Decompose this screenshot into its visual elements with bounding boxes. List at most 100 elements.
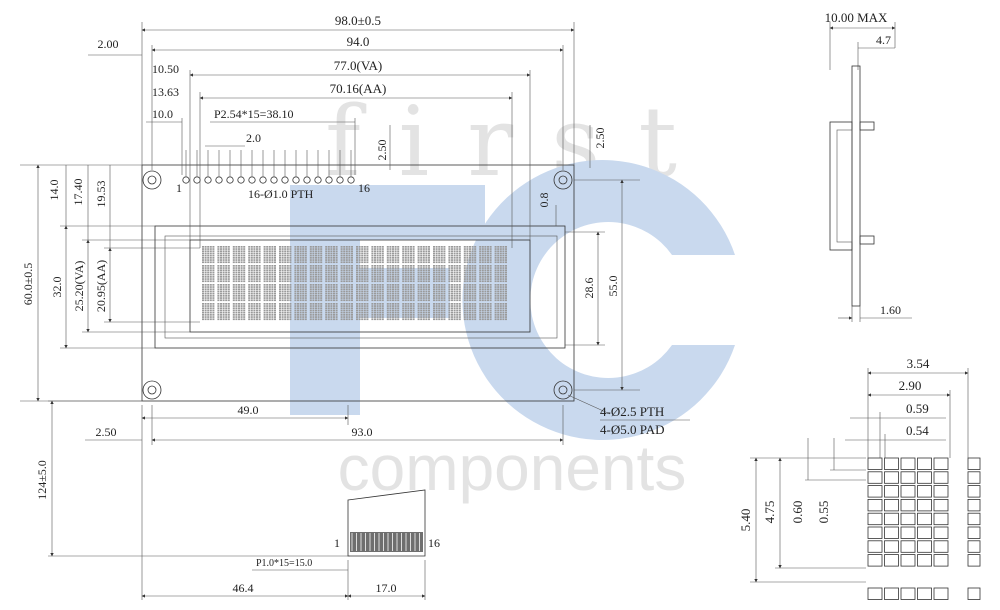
pin-hole xyxy=(292,176,300,184)
char-cell xyxy=(479,303,492,321)
char-cell xyxy=(402,284,415,302)
mounting-hole-br xyxy=(553,380,573,400)
char-cell xyxy=(279,284,292,302)
dim-offset-49: 49.0 xyxy=(238,403,259,417)
detail-dot xyxy=(884,587,899,600)
char-cell xyxy=(417,303,430,321)
dim-width-93: 93.0 xyxy=(352,425,373,439)
detail-dot xyxy=(967,587,981,600)
dot-detail xyxy=(750,368,981,600)
detail-dot xyxy=(867,457,883,470)
char-cell xyxy=(202,284,215,302)
char-cell xyxy=(417,246,430,264)
char-cell xyxy=(402,265,415,283)
dim-height-1740: 17.40 xyxy=(71,179,85,206)
left-dimensions xyxy=(20,164,200,402)
char-cell xyxy=(356,246,369,264)
detail-dot xyxy=(933,526,949,539)
char-cell xyxy=(325,284,338,302)
active-area xyxy=(202,246,507,321)
char-cell xyxy=(232,284,246,302)
pin-hole xyxy=(336,176,344,184)
char-cell xyxy=(263,284,276,302)
pin-hole xyxy=(182,176,190,184)
char-cell xyxy=(371,284,384,302)
dim-dots-width: 2.90 xyxy=(899,378,922,393)
detail-dot xyxy=(900,587,916,600)
detail-dot xyxy=(900,471,916,484)
char-cell xyxy=(232,265,246,283)
dim-cable-length: 124±5.0 xyxy=(35,460,49,500)
dim-height-32: 32.0 xyxy=(50,277,64,298)
char-cell xyxy=(356,303,369,321)
char-cell xyxy=(217,284,230,302)
detail-dot xyxy=(867,554,883,567)
right-dimensions xyxy=(555,179,690,421)
detail-dot xyxy=(917,457,932,470)
detail-dot xyxy=(867,471,883,484)
pin-hole xyxy=(204,176,212,184)
detail-dot xyxy=(900,554,916,567)
pin-hole xyxy=(270,176,278,184)
char-cell xyxy=(248,303,261,321)
top-dimensions xyxy=(88,22,591,248)
pin-hole xyxy=(226,176,234,184)
char-cell xyxy=(232,246,246,264)
fpc-pin-last: 16 xyxy=(428,536,440,550)
detail-dot xyxy=(967,498,981,512)
detail-dot xyxy=(933,485,949,498)
dim-pad-offset: 0.8 xyxy=(537,193,551,208)
dim-top-margin: 2.50 xyxy=(375,140,389,161)
pin-last-label: 16 xyxy=(358,181,370,195)
char-cell xyxy=(463,246,477,264)
detail-dot xyxy=(867,540,883,553)
pin-description: 16-Ø1.0 PTH xyxy=(248,187,314,201)
detail-dot xyxy=(967,554,981,567)
dim-aa-height: 20.95(AA) xyxy=(94,260,108,312)
detail-dot xyxy=(884,512,899,526)
char-cell xyxy=(325,246,338,264)
dim-va-offset: 10.50 xyxy=(152,62,179,76)
char-cell xyxy=(279,246,292,264)
detail-dot xyxy=(933,498,949,512)
fpc-contacts xyxy=(350,532,423,552)
char-cell xyxy=(494,284,507,302)
char-cell xyxy=(386,284,400,302)
dim-left-offset: 2.00 xyxy=(98,37,119,51)
side-pcb xyxy=(851,65,861,307)
pin-hole xyxy=(325,176,333,184)
char-cell xyxy=(433,265,446,283)
char-cell xyxy=(386,246,400,264)
detail-dot xyxy=(900,526,916,539)
dim-side-47: 4.7 xyxy=(876,33,891,47)
mounting-hole-tr xyxy=(553,170,573,190)
detail-dot xyxy=(917,498,932,512)
detail-dot xyxy=(884,457,899,470)
side-bezel xyxy=(829,121,853,251)
detail-dot xyxy=(933,587,949,600)
pin-hole xyxy=(237,176,245,184)
fpc-pitch: P1.0*15=15.0 xyxy=(256,558,312,569)
dim-char-width: 3.54 xyxy=(907,356,930,371)
char-cell xyxy=(417,284,430,302)
detail-dot-grid xyxy=(867,457,981,600)
detail-dot xyxy=(884,471,899,484)
detail-dot xyxy=(900,498,916,512)
detail-dot xyxy=(967,457,981,470)
dim-dots-height: 4.75 xyxy=(762,501,777,524)
pin-first-label: 1 xyxy=(176,181,182,195)
dim-overall-width: 98.0±0.5 xyxy=(335,13,381,28)
char-cell xyxy=(356,284,369,302)
dim-offset-250: 2.50 xyxy=(96,425,117,439)
side-view xyxy=(829,22,912,322)
detail-dot xyxy=(884,526,899,539)
char-cell xyxy=(448,284,461,302)
char-cell xyxy=(248,265,261,283)
pin-hole xyxy=(259,176,267,184)
dim-overall-height: 60.0±0.5 xyxy=(21,263,35,306)
dim-va-width: 77.0(VA) xyxy=(334,58,383,73)
char-cell xyxy=(294,284,307,302)
detail-dot xyxy=(933,512,949,526)
char-cell xyxy=(279,303,292,321)
detail-dot xyxy=(900,457,916,470)
